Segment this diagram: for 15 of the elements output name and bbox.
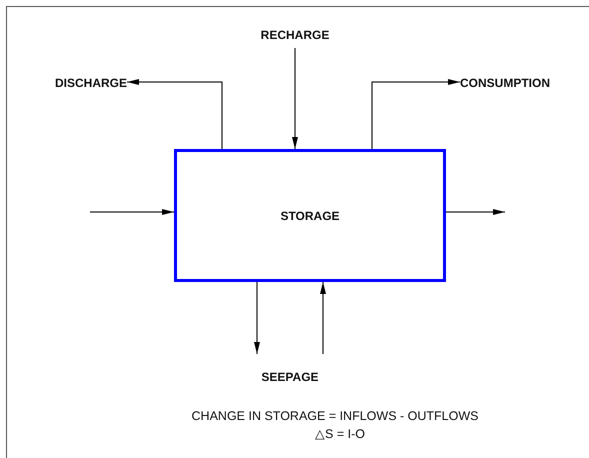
arrow — [372, 79, 460, 150]
node-label: STORAGE — [280, 208, 340, 222]
arrow — [90, 209, 174, 215]
equation-text: CHANGE IN STORAGE = INFLOWS - OUTFLOWS — [192, 409, 478, 423]
arrow — [292, 48, 298, 150]
equation-text: △S = I-O — [315, 426, 365, 441]
arrow — [320, 282, 326, 354]
node-label: DISCHARGE — [54, 76, 127, 90]
storage-box — [174, 149, 446, 282]
node-label: SEEPAGE — [261, 370, 319, 384]
arrow — [254, 282, 260, 354]
node-label: CONSUMPTION — [460, 76, 550, 90]
arrow — [126, 79, 222, 150]
node-label: RECHARGE — [260, 28, 330, 42]
arrow — [446, 209, 506, 215]
